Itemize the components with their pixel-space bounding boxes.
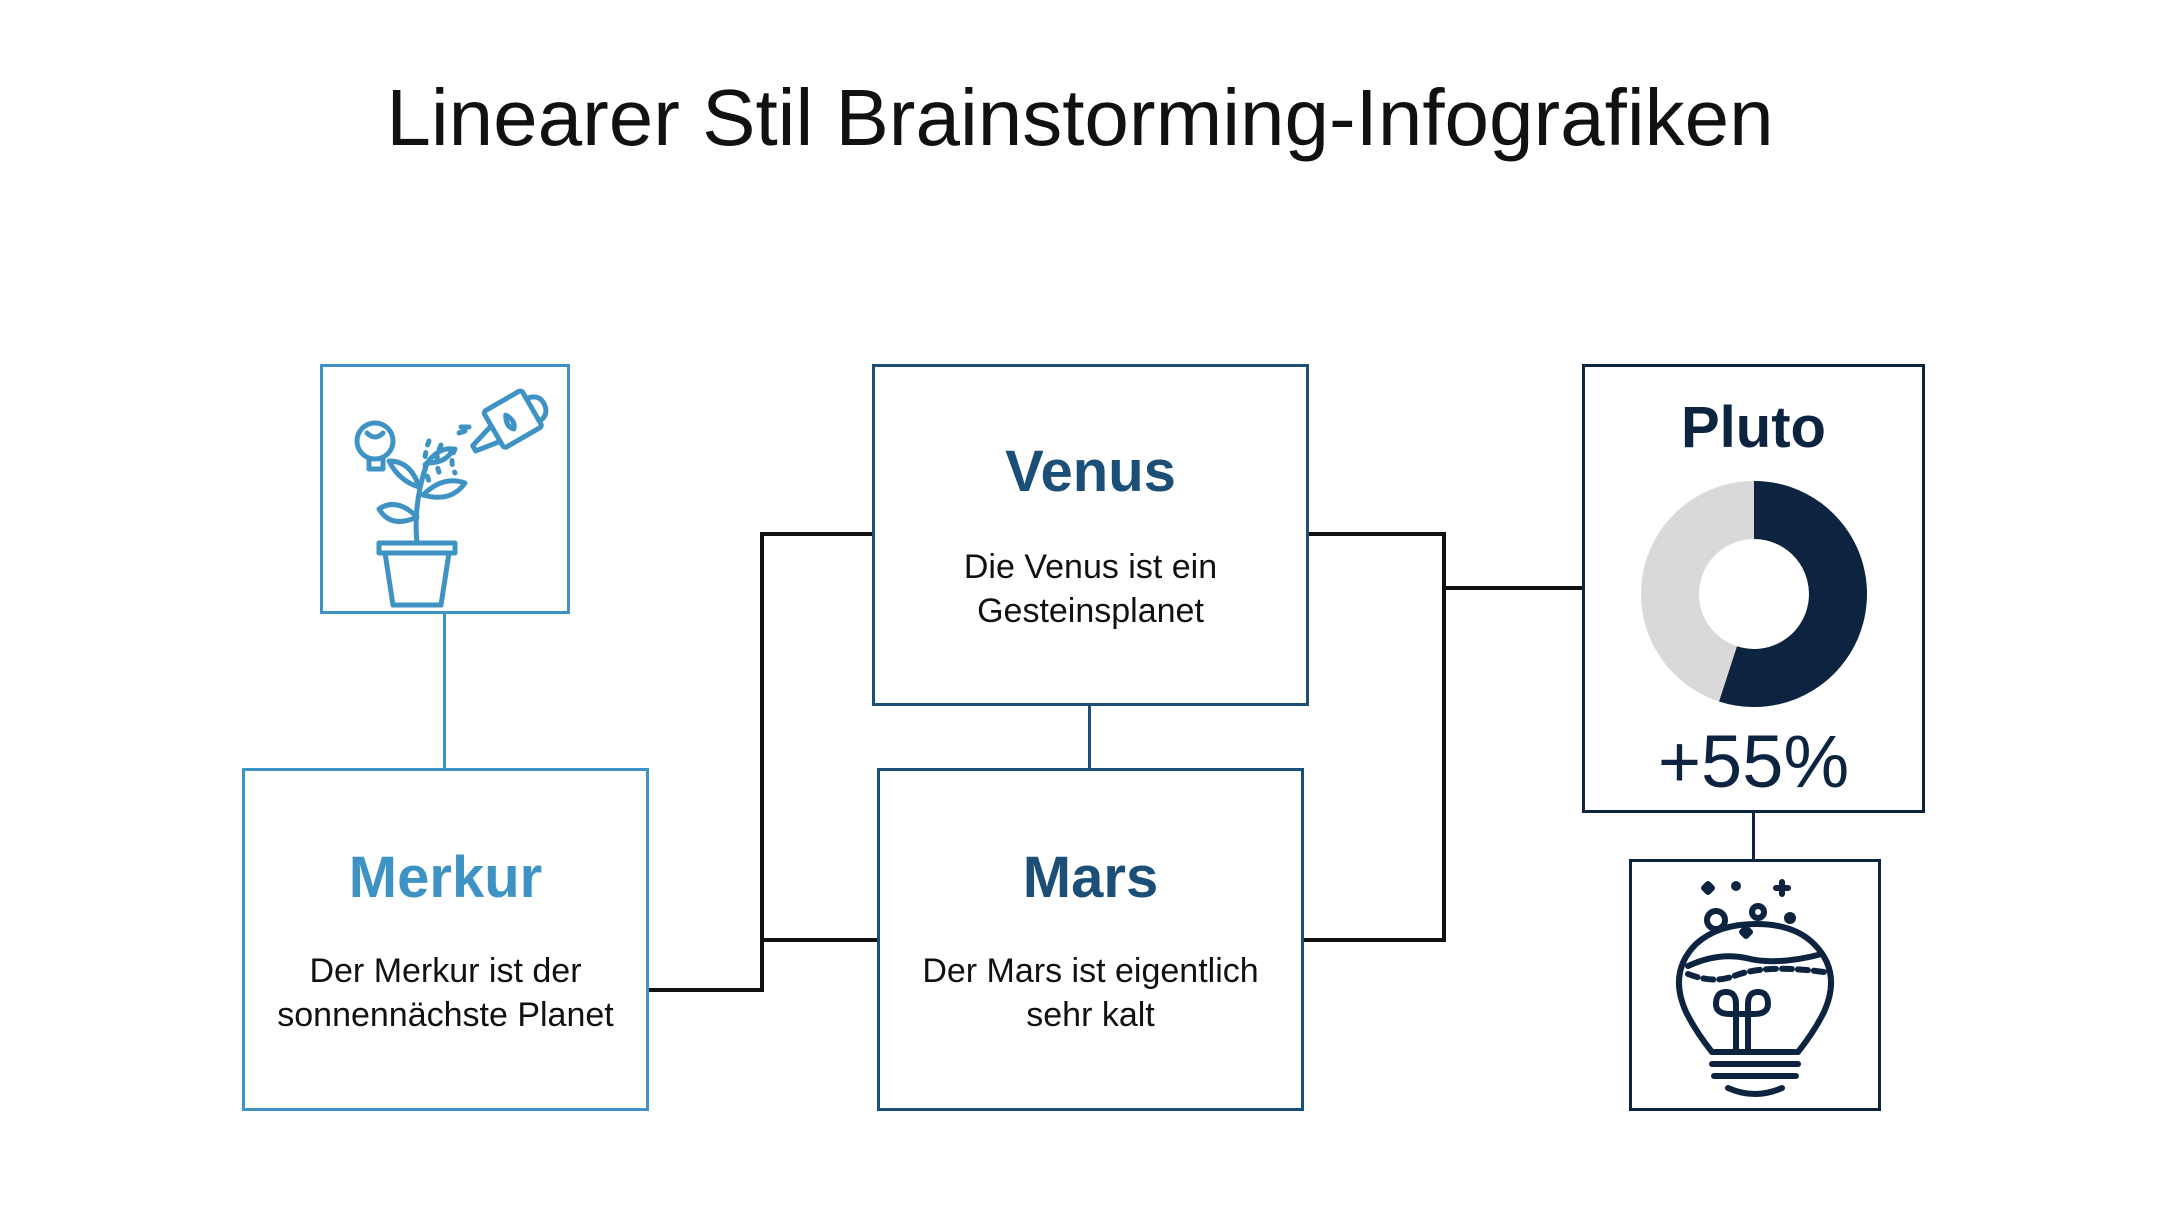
connector-left-vertical	[760, 532, 764, 992]
venus-text-line2: Gesteinsplanet	[977, 592, 1204, 630]
lightbulb-icon-box	[1629, 859, 1881, 1111]
merkur-title: Merkur	[348, 845, 543, 910]
mars-title: Mars	[1022, 845, 1159, 910]
venus-text-line1: Die Venus ist ein	[963, 548, 1218, 586]
mars-box: Mars Der Mars ist eigentlich sehr kalt	[877, 768, 1304, 1111]
mars-text-line2: sehr kalt	[1026, 996, 1155, 1034]
connector-venus-mars	[1088, 705, 1091, 771]
connector-merkur-horizontal	[647, 988, 763, 992]
donut-value-arc	[1719, 481, 1867, 707]
page-title: Linearer Stil Brainstorming-Infografiken	[386, 73, 1774, 162]
pluto-percent-label: +55%	[1657, 720, 1850, 803]
connector-mars-right	[1302, 938, 1446, 942]
connector-left-to-venus	[760, 532, 874, 536]
venus-box: Venus Die Venus ist ein Gesteinsplanet	[872, 364, 1309, 706]
connector-venus-right	[1306, 532, 1446, 536]
connector-right-vertical	[1442, 532, 1446, 942]
mars-text-line1: Der Mars ist eigentlich	[922, 952, 1259, 990]
merkur-box: Merkur Der Merkur ist der sonnennächste …	[242, 768, 649, 1111]
connector-icon-merkur	[443, 612, 446, 770]
venus-title: Venus	[1005, 439, 1176, 504]
connector-pluto-icon	[1752, 811, 1755, 861]
merkur-text-line1: Der Merkur ist der	[309, 952, 582, 990]
plant-icon-box	[320, 364, 570, 614]
pluto-title: Pluto	[1681, 395, 1826, 460]
connector-left-to-mars	[760, 938, 878, 942]
connector-to-pluto	[1442, 586, 1584, 590]
pluto-box: Pluto +55%	[1582, 364, 1925, 813]
pluto-donut-chart	[1641, 481, 1867, 707]
merkur-text-line2: sonnennächste Planet	[277, 996, 614, 1034]
lightbulb-idea-icon	[1632, 862, 1878, 1108]
plant-watering-icon	[323, 367, 567, 611]
